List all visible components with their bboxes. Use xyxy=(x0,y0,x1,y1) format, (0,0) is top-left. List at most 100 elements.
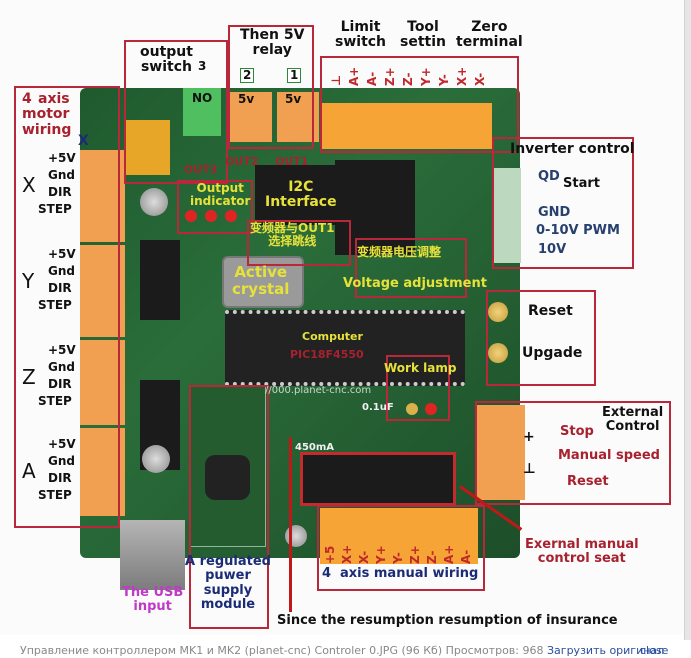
pin-label: Z- xyxy=(425,550,439,564)
label-mcu: PIC18F4550 xyxy=(290,348,364,361)
pin-label: Z+ xyxy=(383,67,397,86)
box-psu xyxy=(189,385,269,629)
box-manual-wiring xyxy=(317,505,485,591)
pin-label: Y- xyxy=(391,552,405,564)
label-external-control: External Control xyxy=(602,405,664,435)
motor-pin-label: DIR xyxy=(48,185,72,199)
label-stop: Stop xyxy=(560,424,594,439)
label-relay-1: 1 xyxy=(287,68,302,84)
motor-pin-label: Gnd xyxy=(48,360,75,374)
led-work-lamp-2 xyxy=(406,403,418,415)
pin-label: X- xyxy=(473,72,487,86)
terminal-limit-switch xyxy=(322,103,492,149)
download-original-link[interactable]: Загрузить оригинал xyxy=(547,644,665,657)
motor-pin-label: STEP xyxy=(38,202,72,216)
label-no: NO xyxy=(192,91,213,105)
box-out1-jumper xyxy=(247,220,351,266)
label-usb-input: The USB input xyxy=(122,585,184,615)
pin-label: A- xyxy=(365,71,379,86)
pin-label: Y- xyxy=(437,74,451,86)
pin-label: +5 xyxy=(323,545,337,564)
label-inverter-start: Start xyxy=(563,176,600,191)
label-limit-switch: Limit switch xyxy=(335,19,387,51)
label-5v-a: 5v xyxy=(238,92,255,106)
close-link[interactable]: close xyxy=(640,644,669,657)
box-relay xyxy=(228,25,314,149)
box-motor-wiring xyxy=(14,86,120,528)
pin-label: Y+ xyxy=(374,545,388,564)
pin-label: A+ xyxy=(442,544,456,564)
label-i2c: I2C Interface xyxy=(265,179,337,211)
limit-pin-labels: ⊥A+A-Z+Z-Y+Y-X+X- xyxy=(329,62,495,92)
pin-label: A+ xyxy=(347,66,361,86)
viewer-frame-edge xyxy=(684,0,691,640)
led-work-lamp xyxy=(425,403,437,415)
led-out1 xyxy=(225,210,237,222)
mcu-chip xyxy=(225,310,465,386)
capacitor xyxy=(142,445,170,473)
label-work-lamp: Work lamp xyxy=(384,361,457,375)
box-reset-upgrade xyxy=(486,290,596,386)
label-resumption: Since the resumption resumption of insur… xyxy=(277,613,618,628)
silk-website: //000.planet-cnc.com xyxy=(265,385,372,396)
label-out2: OUT2 xyxy=(225,155,259,168)
label-computer: Computer xyxy=(302,330,363,343)
label-tool-settin: Tool settin xyxy=(400,19,446,51)
motor-pin-label: DIR xyxy=(48,377,72,391)
motor-pin-label: STEP xyxy=(38,394,72,408)
pin-label: ⊥ xyxy=(329,75,343,86)
motor-pin-label: Gnd xyxy=(48,264,75,278)
controller-board-photo[interactable]: output switch 3 Then 5V relay 2 1 NO 5v … xyxy=(0,0,683,635)
led-out2 xyxy=(205,210,217,222)
arrow-resumption xyxy=(289,437,292,612)
label-relay-2: 2 xyxy=(240,68,255,84)
capacitor xyxy=(140,188,168,216)
inductor xyxy=(205,455,250,500)
label-inverter-pwm: 0-10V PWM xyxy=(536,223,620,238)
label-out1: OUT1 xyxy=(275,155,309,168)
label-output-switch-num: 3 xyxy=(198,59,207,73)
pin-label: Y+ xyxy=(419,67,433,86)
terminal-output-switch xyxy=(183,88,221,136)
reset-switch xyxy=(488,302,508,322)
label-inverter-qd: QD xyxy=(538,169,560,184)
box-limit-switch xyxy=(320,56,519,153)
axis-letter-y: Y xyxy=(22,269,35,293)
motor-pin-label: DIR xyxy=(48,471,72,485)
label-ground-symbol: ⊥ xyxy=(523,461,536,477)
silk-cap: 0.1uF xyxy=(362,402,394,413)
box-output-indicator xyxy=(177,180,253,234)
motor-pin-label: Gnd xyxy=(48,454,75,468)
ic-left xyxy=(140,240,180,320)
led-out3 xyxy=(185,210,197,222)
pin-label: X+ xyxy=(340,544,354,564)
box-work-lamp xyxy=(386,355,450,421)
label-external-manual-seat: Exernal manual control seat xyxy=(525,537,639,567)
label-output-indicator: Output indicator xyxy=(190,181,251,209)
terminal-relay-2 xyxy=(230,92,272,142)
pin-label: X- xyxy=(357,550,371,564)
box-output-switch xyxy=(124,40,228,184)
label-cn-out1-jumper: 变频器与OUT1 选择跳线 xyxy=(250,221,335,249)
label-manual-wiring-num: 4 xyxy=(322,566,332,581)
motor-pin-label: Gnd xyxy=(48,168,75,182)
motor-pin-label: STEP xyxy=(38,298,72,312)
axis-letter-x: X xyxy=(22,173,36,197)
motor-pin-label: STEP xyxy=(38,488,72,502)
label-ext-reset: Reset xyxy=(567,474,609,489)
label-upgade: Upgade xyxy=(522,345,583,361)
terminal-manual-wiring xyxy=(320,508,478,564)
box-voltage-adjust xyxy=(355,238,467,298)
box-inverter xyxy=(492,137,634,269)
label-regulated-psu: A regulated puwer supply module xyxy=(185,554,271,612)
motor-pin-label: +5V xyxy=(48,151,76,165)
manual-control-header xyxy=(300,452,456,506)
i2c-chip xyxy=(255,165,345,225)
label-manual-speed: Manual speed xyxy=(558,448,660,463)
motor-pin-label: +5V xyxy=(48,247,76,261)
caption-text: Управление контроллером MK1 и MK2 (plane… xyxy=(20,644,544,657)
silk-450ma: 450mA xyxy=(295,442,335,453)
terminal-motor-y xyxy=(80,245,125,337)
terminal-motor-z xyxy=(80,340,125,425)
